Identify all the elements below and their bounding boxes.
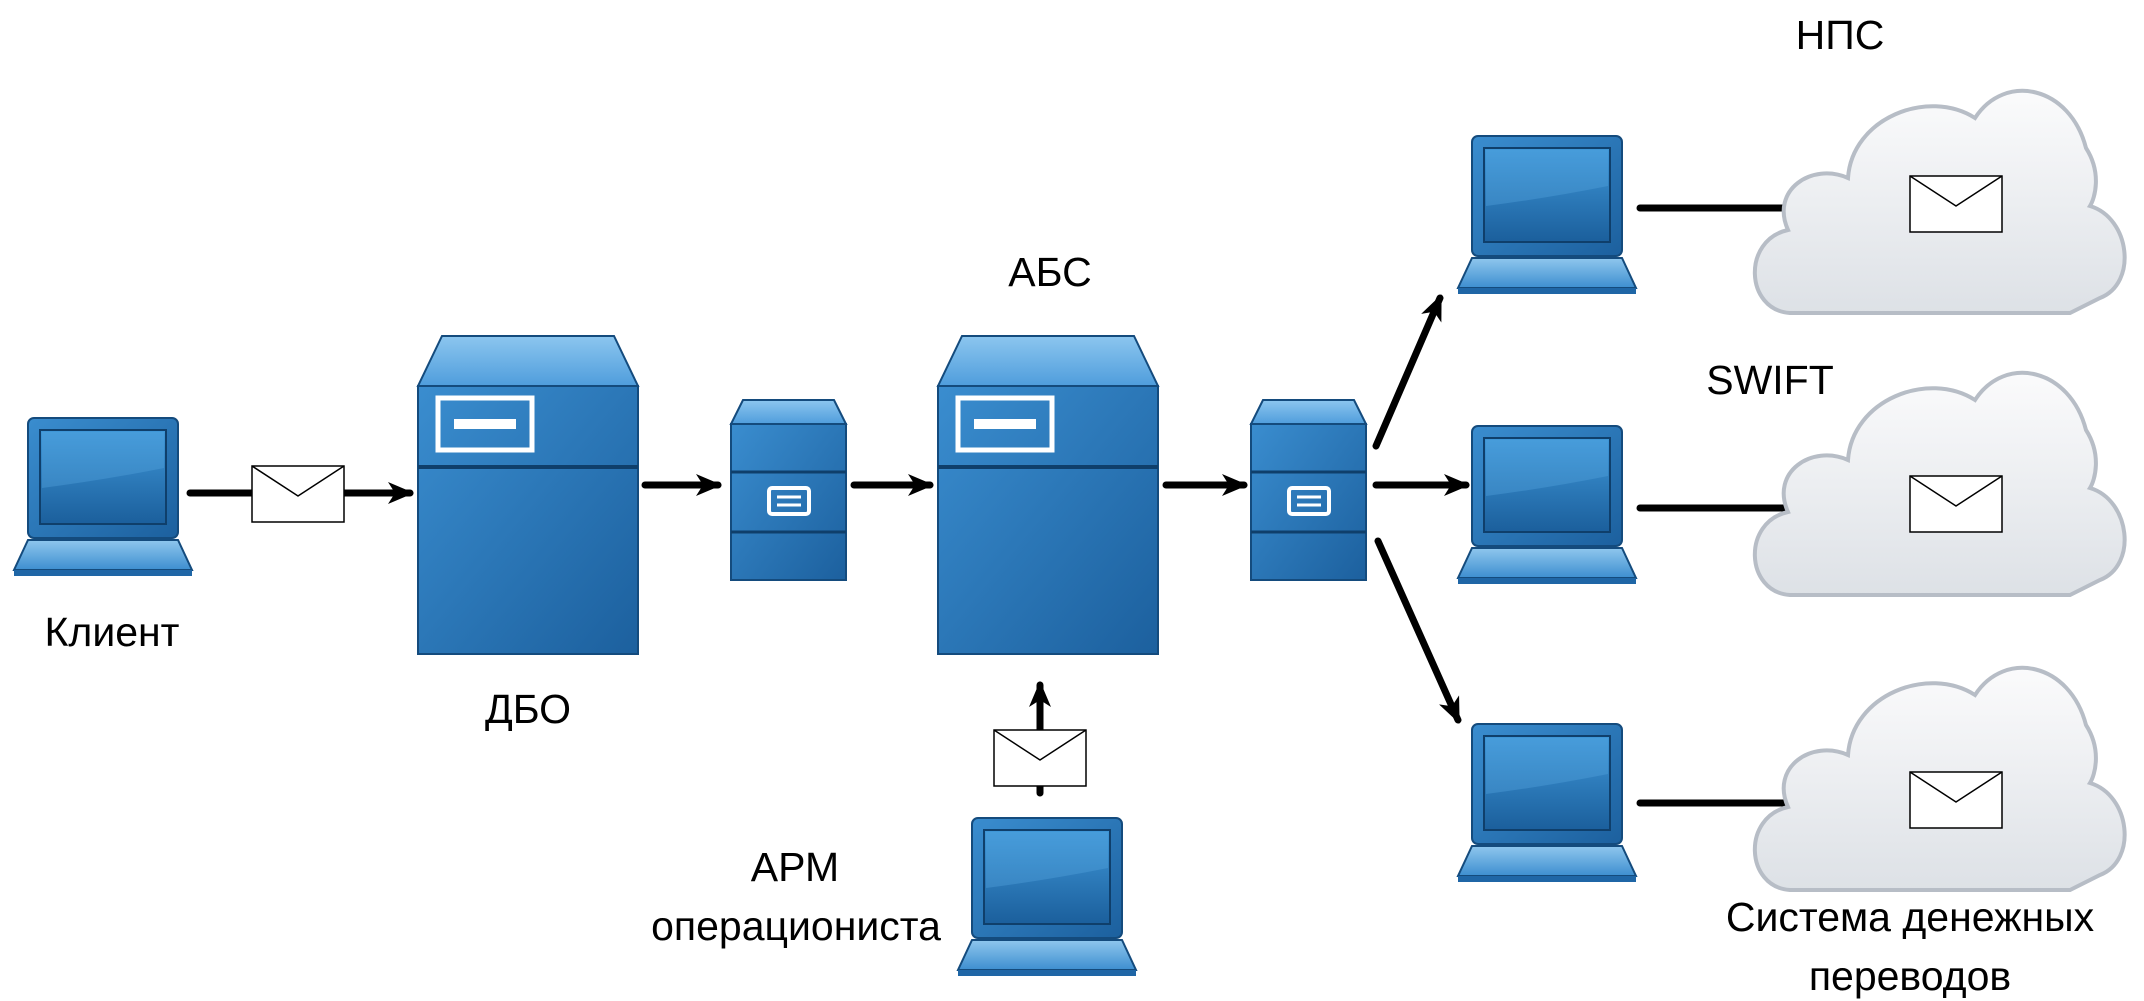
arrow-gateway2-to-nps-terminal [1372,294,1444,450]
arm-label-line2: операциониста [651,903,941,949]
gateway1-server-icon [729,398,848,582]
money-transfer-label-line2: переводов [1808,953,2012,999]
swift-label: SWIFT [1706,357,1834,403]
dbo-label: ДБО [484,686,572,732]
dbo-server-icon [418,336,638,654]
arm-label-line1: АРМ [750,844,840,890]
envelope-icon [1909,771,2003,829]
abs-server-icon [938,336,1158,654]
swift-terminal-laptop-icon [1457,425,1637,585]
envelope-icon [1909,175,2003,233]
gateway2-server-icon [1249,398,1368,582]
envelope-icon [993,729,1087,787]
client-label: Клиент [44,609,180,655]
arm-laptop-icon [957,817,1137,977]
nps-terminal-laptop-icon [1457,135,1637,295]
abs-label: АБС [1008,249,1092,295]
envelope-icon [1909,475,2003,533]
client-laptop-icon [13,417,193,577]
envelope-icon [251,465,345,523]
money-transfer-label-line1: Система денежных [1725,894,2095,940]
money-terminal-laptop-icon [1457,723,1637,883]
nps-label: НПС [1795,12,1885,58]
arrow-gateway2-to-money-terminal [1374,537,1462,724]
